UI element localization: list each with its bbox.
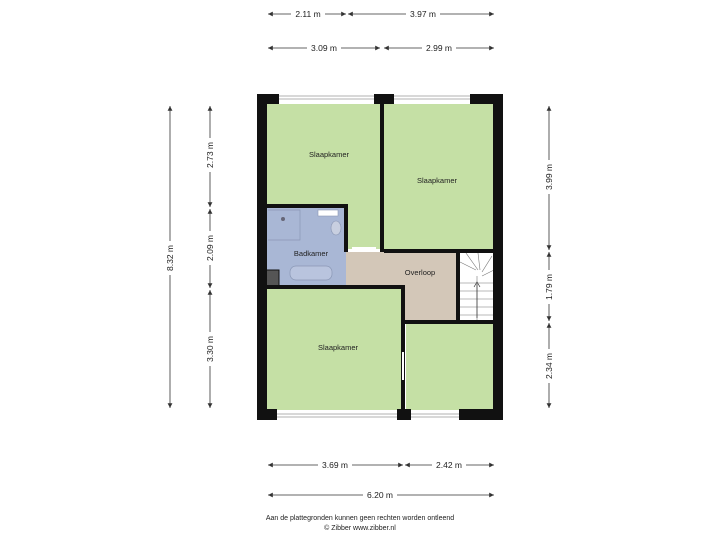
windows <box>277 95 470 418</box>
room-label-bedroom-top-left: Slaapkamer <box>309 150 350 159</box>
staircase <box>459 252 495 320</box>
room-label-bedroom-bottom-left: Slaapkamer <box>318 343 359 352</box>
shower-corner-icon <box>268 209 301 241</box>
room-bedroom-bottom-right <box>406 323 494 410</box>
footer-disclaimer: Aan de plattegronden kunnen geen rechten… <box>265 515 455 522</box>
shower-drain-icon <box>281 217 285 221</box>
dim-left-seg-2: 2.09 m <box>205 235 215 261</box>
dim-bottom-1-right: 2.42 m <box>436 460 462 470</box>
room-label-bathroom: Badkamer <box>294 249 329 258</box>
toilet-icon <box>330 220 342 236</box>
shaft <box>265 269 280 288</box>
sink-icon <box>317 209 339 217</box>
room-label-bedroom-top-right: Slaapkamer <box>417 176 458 185</box>
dim-right-seg-3: 2.34 m <box>544 353 554 379</box>
room-landing <box>346 252 460 321</box>
dim-bottom-1-left: 3.69 m <box>322 460 348 470</box>
dim-right-seg-2: 1.79 m <box>544 274 554 300</box>
door-marks <box>352 247 404 380</box>
footer-credit: © Zibber www.zibber.nl <box>324 525 396 532</box>
dim-right-seg-1: 3.99 m <box>544 164 554 190</box>
room-label-landing: Overloop <box>405 268 435 277</box>
dim-top-2-left: 3.09 m <box>311 43 337 53</box>
dim-top-1-right: 3.97 m <box>410 9 436 19</box>
dim-bottom-total: 6.20 m <box>367 490 393 500</box>
room-stairs <box>458 252 494 321</box>
bathtub-icon <box>289 265 333 281</box>
room-bedroom-bottom-left <box>266 288 403 410</box>
walls <box>257 94 503 420</box>
bathroom-fixtures <box>268 209 342 281</box>
dim-left-seg-3: 3.30 m <box>205 336 215 362</box>
dim-top-1-left: 2.11 m <box>295 9 320 19</box>
dim-top-2-right: 2.99 m <box>426 43 452 53</box>
room-fills <box>266 104 494 410</box>
room-bedroom-top-right <box>384 104 494 250</box>
dim-left-seg-1: 2.73 m <box>205 142 215 168</box>
dim-left-total: 8.32 m <box>165 245 175 271</box>
dimension-label-backgrounds <box>164 8 555 501</box>
